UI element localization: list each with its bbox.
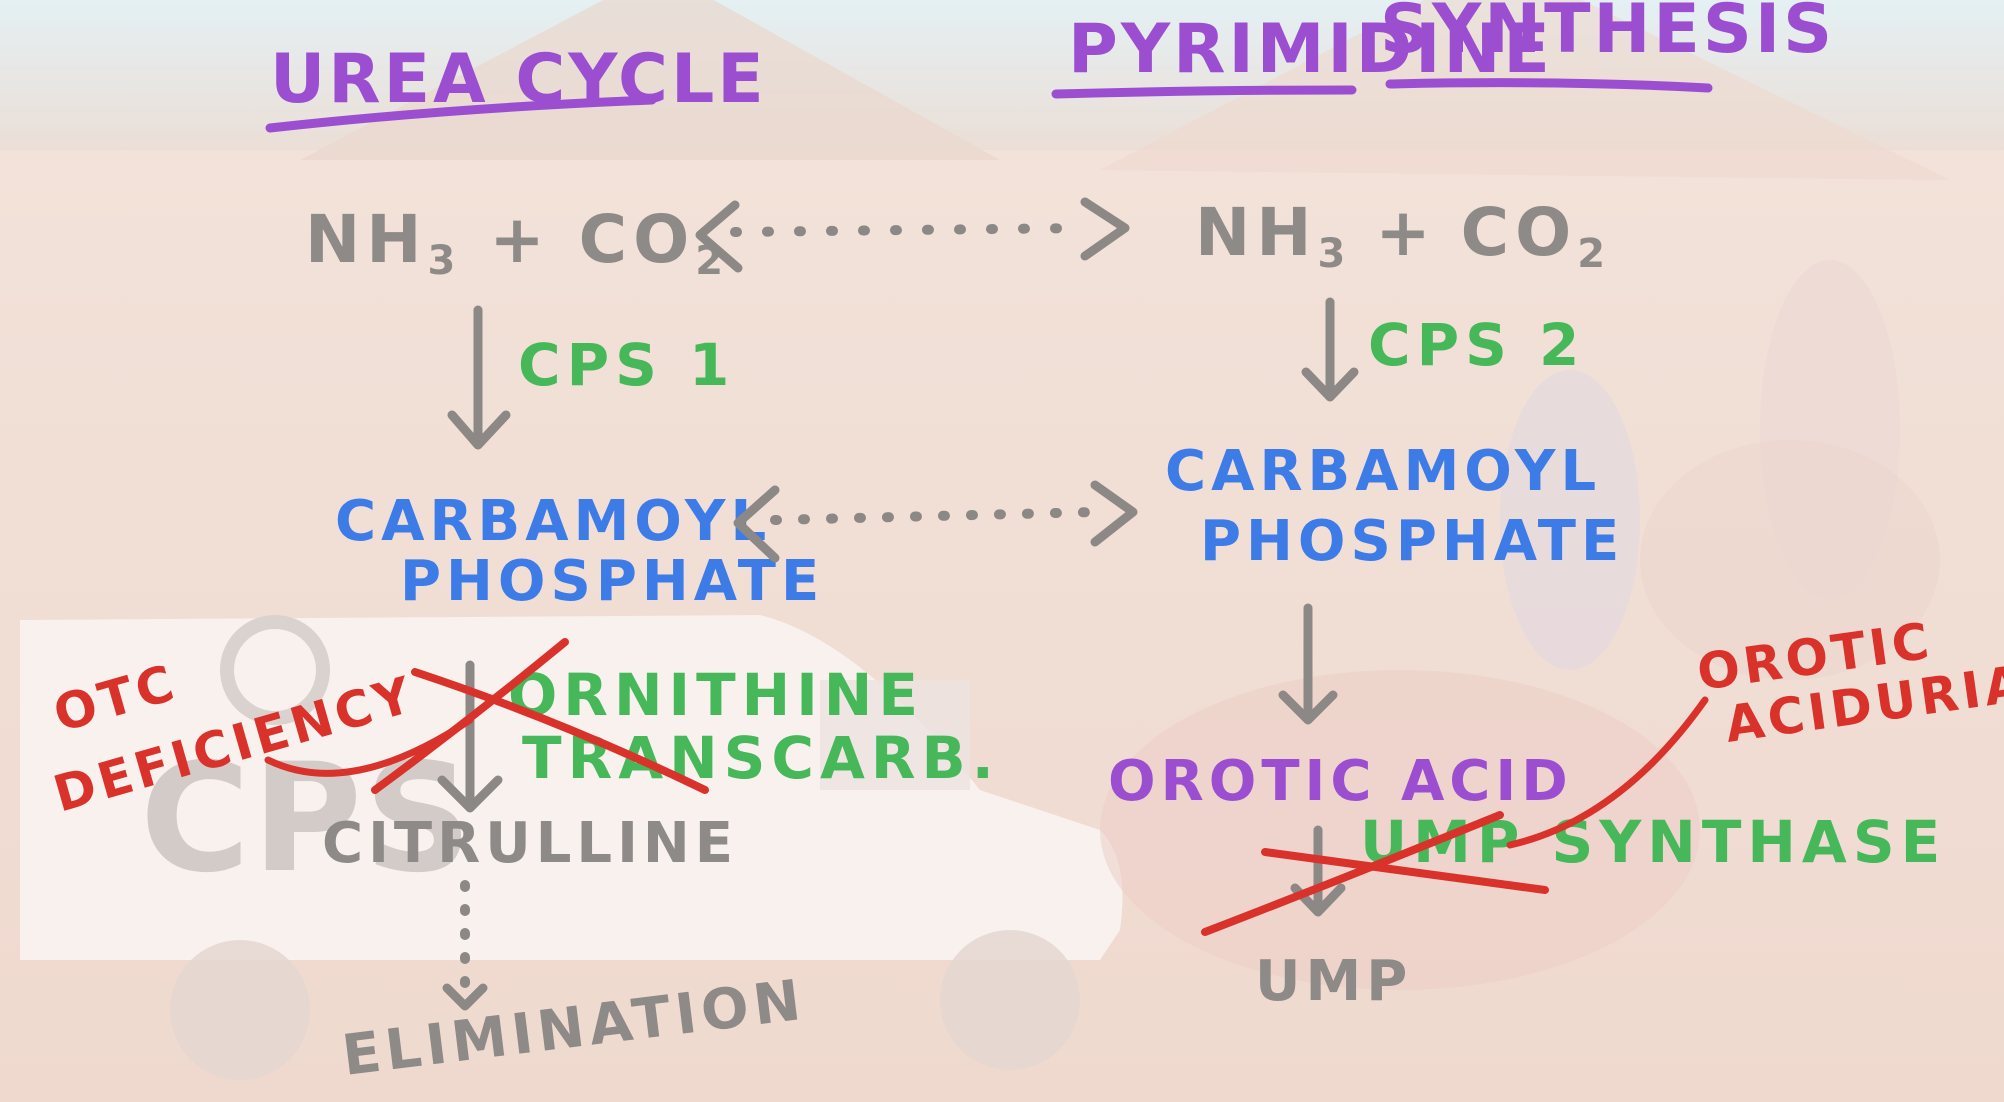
urea-carbamoyl-line2: Phosphate <box>400 549 824 614</box>
urea-cycle-title-underline <box>265 95 657 133</box>
enzyme-ump-synthase: UMP Synthase <box>1360 808 1946 876</box>
pyrimidine-title-word2: Synthesis <box>1380 0 1835 69</box>
pyrimidine-arrow-1 <box>1301 297 1359 402</box>
pyrimidine-carbamoyl-line1: Carbamoyl <box>1165 439 1601 504</box>
pyrimidine-reactants: NH3+CO2 <box>1195 194 1611 277</box>
pyrimidine-enzyme-block-x <box>1201 811 1549 936</box>
urea-reactants: NH3+CO2 <box>305 201 729 284</box>
pyrimidine-carbamoyl-line2: Phosphate <box>1200 509 1624 574</box>
pyrimidine-arrow-2 <box>1278 603 1338 725</box>
pyrimidine-title-underline-1 <box>1051 85 1357 99</box>
rubble-pile <box>1100 670 1700 990</box>
enzyme-ornithine-transcarb-line2: Transcarb. <box>522 724 1000 792</box>
orotic-aciduria-pointer <box>1506 696 1709 849</box>
shared-carbamoyl-double-arrow <box>733 480 1138 563</box>
otc-deficiency-pointer <box>264 716 474 777</box>
pyramid-right <box>1100 0 1950 180</box>
shared-reactants-double-arrow <box>695 197 1130 273</box>
citrulline: Citrulline <box>322 811 738 876</box>
boulder <box>1640 440 1940 680</box>
urea-arrow-3-dotted <box>442 880 488 1011</box>
enzyme-cps1: CPS 1 <box>518 331 735 399</box>
van-logo-eye <box>220 615 330 725</box>
enzyme-ornithine-transcarb-line1: Ornithine <box>508 661 924 729</box>
ump: UMP <box>1255 949 1412 1014</box>
pyramid-left <box>300 0 1000 160</box>
pyrimidine-title-word1: Pyrimidine <box>1068 10 1553 89</box>
pyrimidine-synthesis-section: Pyrimidine Synthesis NH3+CO2 CPS 2 Carba… <box>1051 0 2004 1014</box>
orotic-acid: Orotic Acid <box>1108 749 1573 814</box>
pyrimidine-title-underline-2 <box>1385 78 1713 93</box>
enzyme-cps2: CPS 2 <box>1368 311 1585 379</box>
van-wheel-front <box>940 930 1080 1070</box>
van-wheel-back <box>170 940 310 1080</box>
van-window <box>820 680 970 790</box>
urea-arrow-1 <box>447 305 511 450</box>
urea-carbamoyl-line1: Carbamoyl <box>335 489 771 554</box>
kneeling-man <box>1500 370 1640 670</box>
